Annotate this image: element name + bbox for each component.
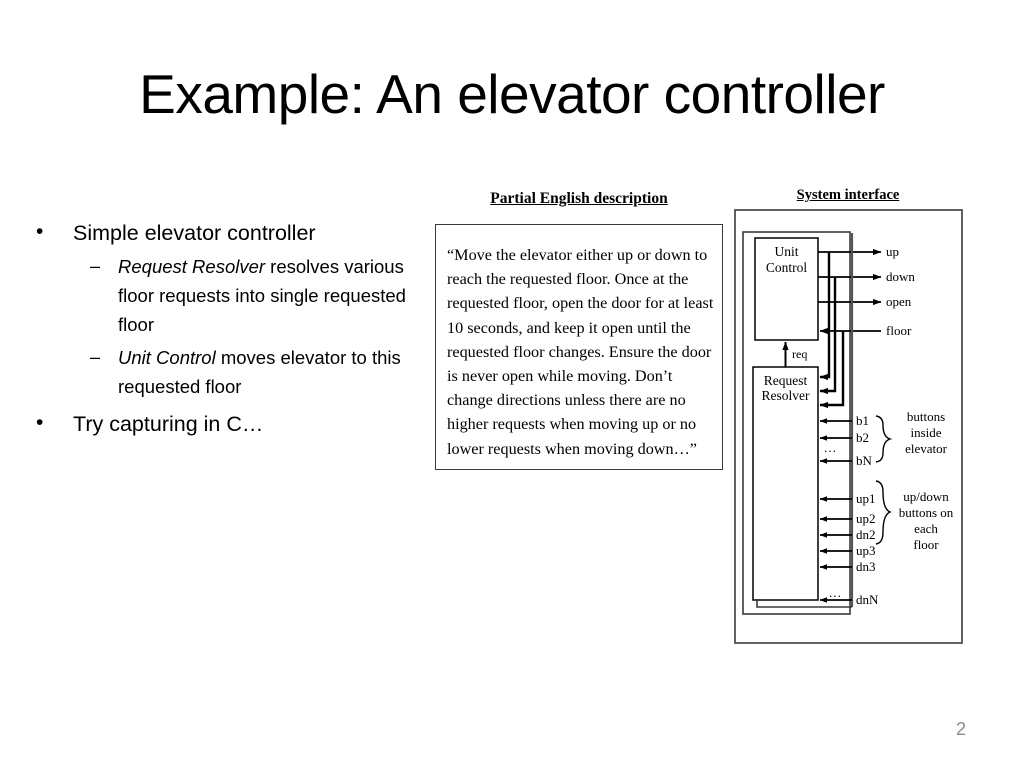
- list-item-label: Simple elevator controller: [73, 221, 316, 245]
- floor-buttons-group-label-line3: each: [914, 521, 938, 536]
- description-text: “Move the elevator either up or down to …: [447, 246, 714, 458]
- up3-input-label: up3: [856, 543, 876, 558]
- list-item: • Simple elevator controller: [28, 218, 428, 248]
- floor-buttons-brace: [875, 480, 892, 545]
- list-item-emphasis: Request Resolver: [118, 256, 266, 277]
- unit-control-label-line2: Control: [766, 260, 808, 275]
- floor-buttons-group-label-line1: up/down: [903, 489, 949, 504]
- bullet-marker-icon: •: [36, 411, 44, 434]
- floor-buttons-ellipsis: …: [829, 585, 842, 600]
- request-resolver-label-line2: Resolver: [762, 388, 810, 403]
- input-trunk-return: [756, 600, 852, 608]
- floor-buttons-group-label-line4: floor: [913, 537, 939, 552]
- elevator-buttons-ellipsis: …: [824, 440, 837, 455]
- request-resolver-label-line1: Request: [764, 373, 808, 388]
- elevator-buttons-group-label-line1: buttons: [907, 409, 945, 424]
- system-interface-caption: System interface: [796, 187, 900, 203]
- list-item-label: resolves various floor requests into sin…: [118, 256, 406, 335]
- up-feedback-bus: [819, 252, 831, 381]
- floor-feedback-bus: [819, 331, 845, 409]
- up2-input-label: up2: [856, 511, 876, 526]
- bullet-list: • Simple elevator controller – Request R…: [28, 218, 428, 441]
- list-item: – Request Resolver resolves various floo…: [28, 252, 428, 339]
- floor-buttons-group-label-line2: buttons on: [899, 505, 954, 520]
- elevator-buttons-group-label-line2: inside: [910, 425, 941, 440]
- open-output-label: open: [886, 294, 912, 309]
- partial-english-description-box: “Move the elevator either up or down to …: [435, 224, 723, 470]
- page-number: 2: [955, 719, 966, 739]
- bN-input-label: bN: [856, 453, 873, 468]
- down-output-label: down: [886, 269, 915, 284]
- request-resolver-block: [752, 366, 819, 601]
- bullet-marker-icon: •: [36, 220, 44, 243]
- system-outer-boundary: [734, 209, 963, 644]
- b1-input-label: b1: [856, 413, 869, 428]
- dn3-input-label: dn3: [856, 559, 876, 574]
- dash-marker-icon: –: [90, 347, 101, 367]
- elevator-buttons-group-label-line3: elevator: [905, 441, 948, 456]
- list-item-label: moves elevator to this requested floor: [118, 347, 401, 397]
- unit-control-label-line1: Unit: [774, 244, 798, 259]
- list-item: • Try capturing in C…: [28, 409, 428, 439]
- list-item-label: Try capturing in C…: [73, 412, 264, 436]
- list-item-emphasis: Unit Control: [118, 347, 216, 368]
- elevator-buttons-brace: [875, 415, 893, 463]
- req-signal-label: req: [792, 347, 807, 361]
- page-title: Example: An elevator controller: [139, 63, 885, 125]
- up-output-label: up: [886, 244, 899, 259]
- list-item: – Unit Control moves elevator to this re…: [28, 343, 428, 401]
- dnN-input-label: dnN: [856, 592, 879, 607]
- down-feedback-bus: [819, 277, 837, 395]
- controller-boundary: [742, 231, 851, 615]
- up1-input-label: up1: [856, 491, 876, 506]
- floor-input-label: floor: [886, 323, 912, 338]
- dash-marker-icon: –: [90, 256, 101, 276]
- dn2-input-label: dn2: [856, 527, 876, 542]
- partial-english-description-caption: Partial English description: [490, 190, 668, 207]
- system-interface-diagram: Unit Control Request Resolver req up dow…: [734, 209, 963, 644]
- unit-control-block: [754, 237, 819, 341]
- b2-input-label: b2: [856, 430, 869, 445]
